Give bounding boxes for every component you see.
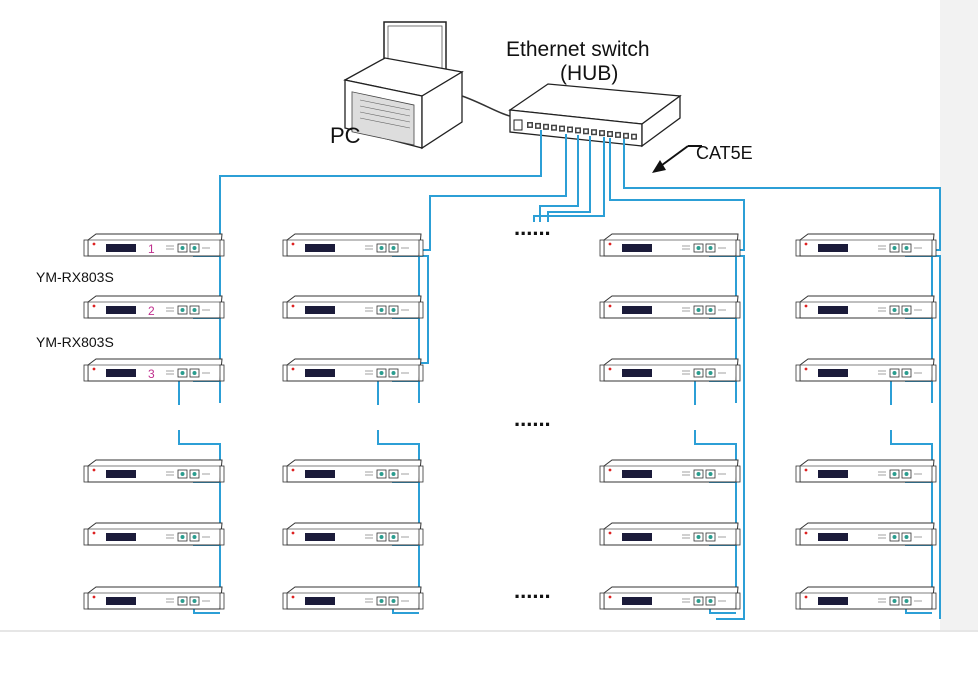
unit-number: 1 bbox=[148, 242, 155, 256]
receiver-unit-icon bbox=[83, 522, 225, 546]
switch-label-hub: (HUB) bbox=[560, 62, 618, 85]
receiver-unit-icon bbox=[599, 358, 741, 382]
port-icon bbox=[560, 127, 564, 131]
receiver-unit-icon bbox=[795, 295, 937, 319]
port-icon bbox=[632, 135, 636, 139]
port-icon bbox=[616, 133, 620, 137]
receiver-unit-icon bbox=[282, 459, 424, 483]
page-edge bbox=[940, 0, 978, 632]
cable-line bbox=[547, 136, 591, 222]
receiver-unit-icon bbox=[795, 358, 937, 382]
receiver-units: 1 2 3 bbox=[83, 233, 937, 610]
arrow-icon bbox=[652, 145, 702, 173]
port-icon bbox=[552, 126, 556, 130]
cable-label: CAT5E bbox=[696, 143, 753, 163]
pc-label: PC bbox=[330, 123, 361, 148]
receiver-unit-icon bbox=[795, 586, 937, 610]
port-icon bbox=[528, 123, 532, 127]
cable-line bbox=[533, 137, 605, 222]
port-icon bbox=[544, 125, 548, 129]
port-icon bbox=[568, 128, 572, 131]
ellipsis: ...... bbox=[514, 215, 551, 240]
receiver-unit-icon bbox=[282, 358, 424, 382]
port-icon bbox=[608, 132, 612, 136]
receiver-unit-icon bbox=[599, 459, 741, 483]
switch-label: Ethernet switch bbox=[506, 38, 650, 61]
port-icon bbox=[600, 131, 604, 135]
receiver-unit-icon: 1 bbox=[83, 233, 225, 257]
receiver-unit-icon bbox=[282, 233, 424, 257]
cable-line bbox=[623, 139, 941, 251]
unit-number: 2 bbox=[148, 304, 155, 318]
receiver-unit-icon bbox=[599, 586, 741, 610]
ethernet-switch-icon bbox=[508, 83, 682, 148]
switch-ports bbox=[527, 122, 637, 140]
cable-line bbox=[181, 130, 542, 251]
port-icon bbox=[624, 134, 628, 138]
receiver-unit-icon bbox=[599, 233, 741, 257]
ellipsis: ...... bbox=[514, 578, 551, 603]
pc-tower-icon bbox=[343, 57, 464, 150]
receiver-unit-icon bbox=[83, 586, 225, 610]
receiver-unit-icon: 2 bbox=[83, 295, 225, 319]
divider bbox=[0, 630, 978, 632]
receiver-unit-icon bbox=[282, 522, 424, 546]
receiver-unit-icon: 3 bbox=[83, 358, 225, 382]
model-label: YM-RX803S bbox=[36, 269, 114, 285]
receiver-unit-icon bbox=[282, 295, 424, 319]
pc-icon: PC bbox=[330, 21, 464, 150]
port-icon bbox=[584, 129, 588, 133]
unit-number: 3 bbox=[148, 367, 155, 381]
hub-cables bbox=[181, 130, 941, 251]
ellipsis: ...... bbox=[514, 406, 551, 431]
receiver-unit-icon bbox=[795, 459, 937, 483]
receiver-unit-icon bbox=[282, 586, 424, 610]
receiver-unit-icon bbox=[599, 522, 741, 546]
cable-line bbox=[539, 135, 579, 222]
receiver-unit-icon bbox=[795, 233, 937, 257]
port-icon bbox=[576, 128, 580, 132]
receiver-unit-icon bbox=[599, 295, 741, 319]
receiver-unit-icon bbox=[83, 459, 225, 483]
model-label: YM-RX803S bbox=[36, 334, 114, 350]
receiver-unit-icon bbox=[795, 522, 937, 546]
port-icon bbox=[536, 124, 540, 128]
port-icon bbox=[592, 130, 596, 134]
